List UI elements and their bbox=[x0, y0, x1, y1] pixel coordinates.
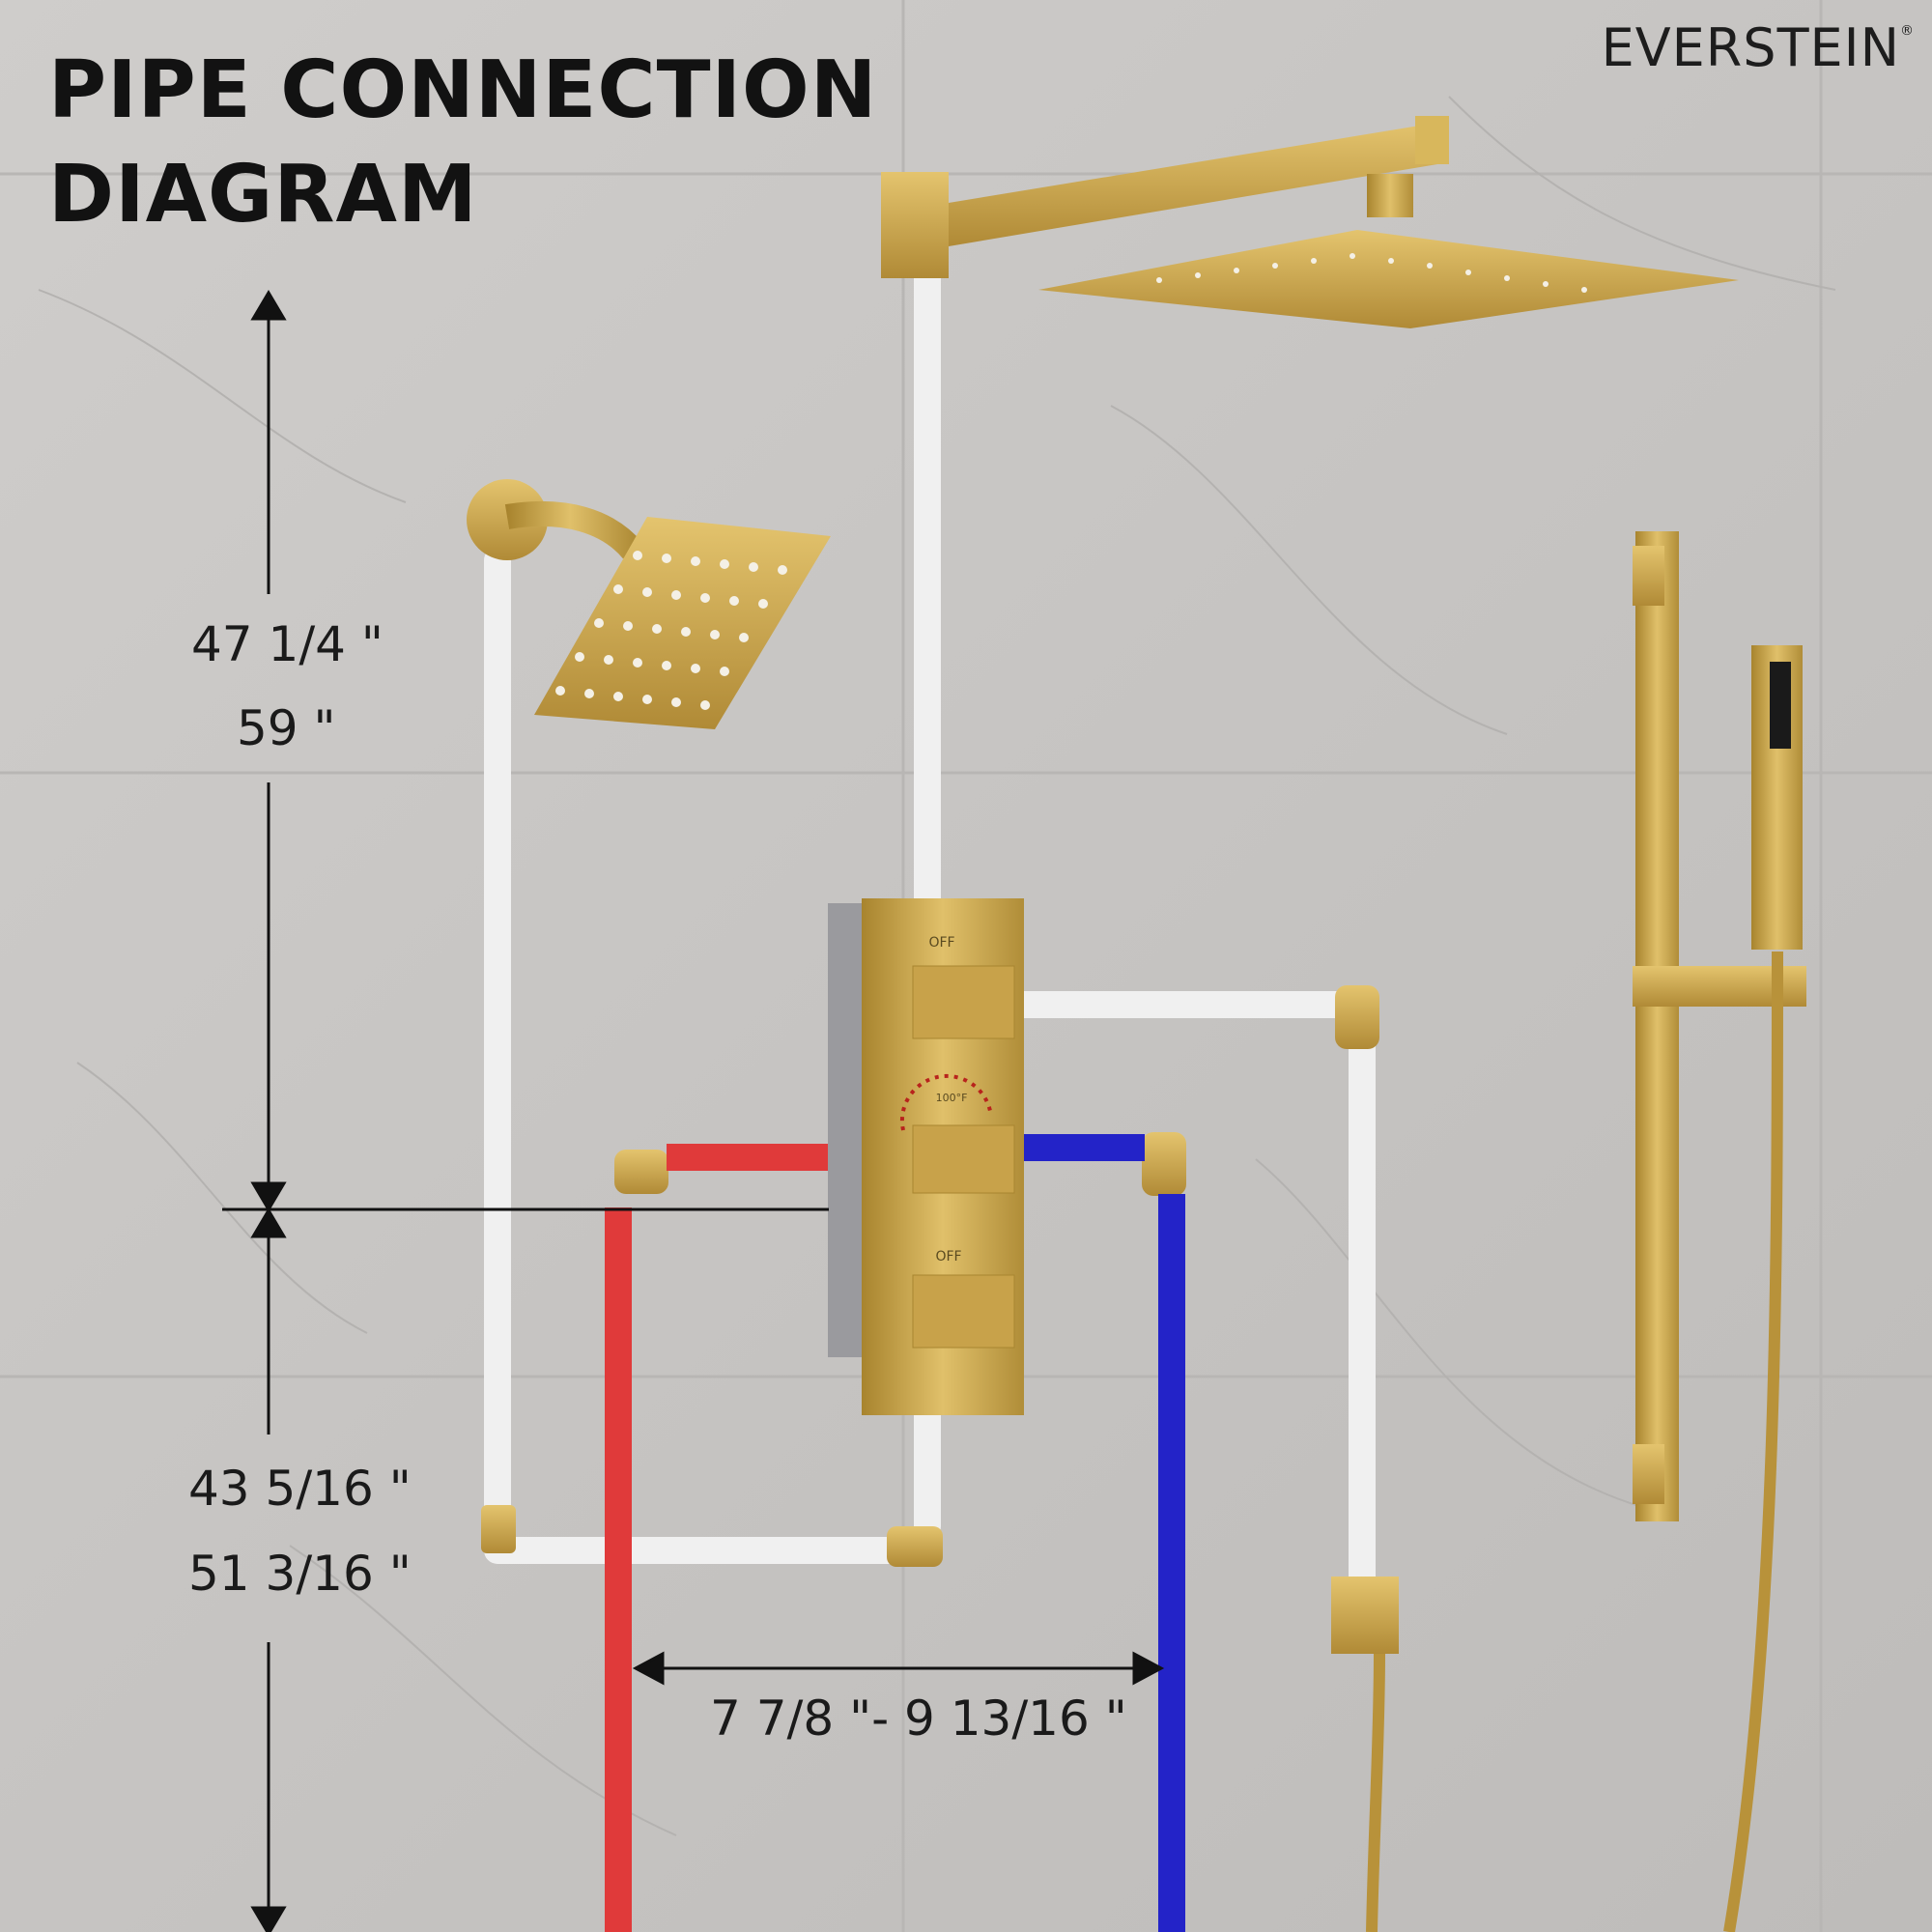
title-line-1: PIPE CONNECTION bbox=[48, 44, 878, 136]
valve-panel: OFF 100°F OFF bbox=[828, 898, 1024, 1415]
upper-dimension-min: 47 1/4 " bbox=[191, 616, 384, 672]
upper-dimension-max: 59 " bbox=[237, 700, 336, 756]
spacing-dimension: 7 7/8 "- 9 13/16 " bbox=[710, 1690, 1127, 1747]
rain-shower-icon bbox=[881, 116, 1739, 328]
valve-off-label-bottom: OFF bbox=[935, 1249, 961, 1264]
page-title: PIPE CONNECTION DIAGRAM bbox=[48, 39, 877, 247]
lower-dimension-min: 43 5/16 " bbox=[188, 1461, 412, 1517]
title-line-2: DIAGRAM bbox=[48, 149, 478, 241]
pipe-elbows bbox=[481, 985, 1379, 1567]
valve-temp-label: 100°F bbox=[936, 1092, 968, 1104]
valve-off-label-top: OFF bbox=[928, 935, 954, 951]
handheld-shower-icon bbox=[1331, 531, 1806, 1932]
brand-name: EVERSTEIN bbox=[1601, 17, 1900, 78]
dimension-lines bbox=[222, 290, 1165, 1932]
cold-water-pipe bbox=[1024, 1134, 1185, 1932]
registered-mark: ® bbox=[1900, 23, 1915, 39]
shower-head-icon bbox=[467, 479, 831, 729]
lower-dimension-max: 51 3/16 " bbox=[188, 1546, 412, 1602]
white-pipes bbox=[484, 247, 1376, 1617]
hot-water-pipe bbox=[605, 1144, 831, 1932]
brand-logo: EVERSTEIN® bbox=[1602, 17, 1915, 78]
